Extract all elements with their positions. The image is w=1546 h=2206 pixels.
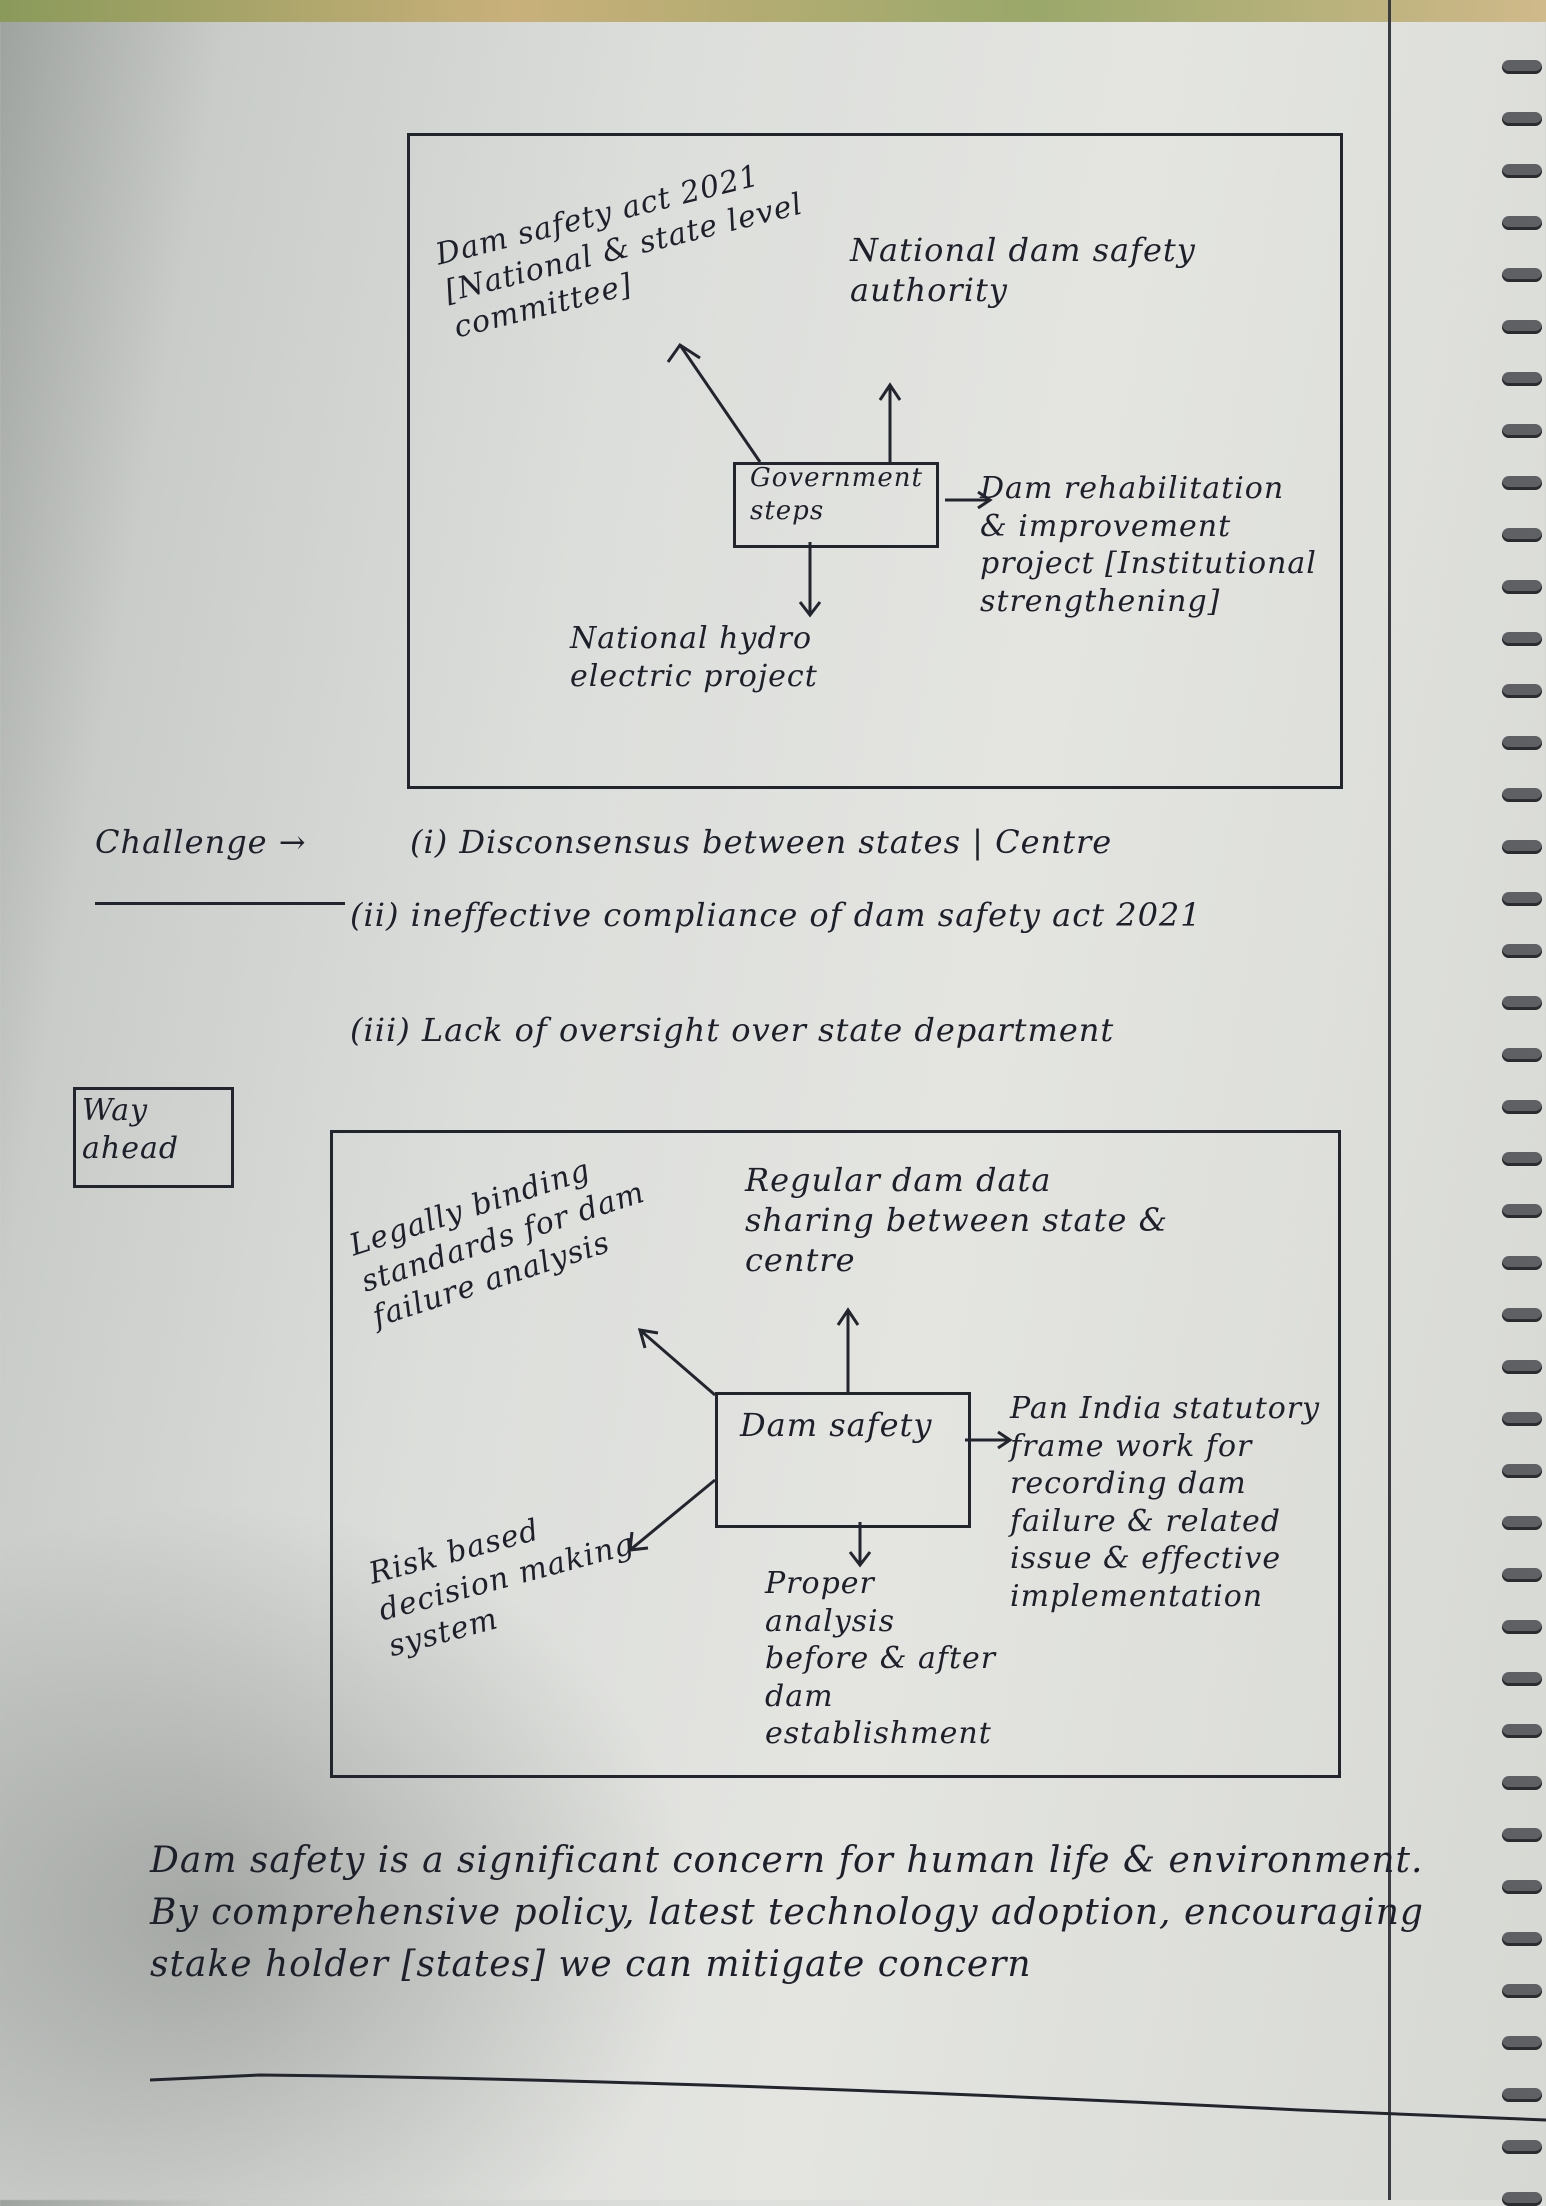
government-steps-label: Government steps <box>750 463 923 526</box>
spiral-ring <box>1502 840 1542 854</box>
government-steps-box <box>733 462 939 548</box>
spiral-ring <box>1502 1724 1542 1738</box>
spiral-ring <box>1502 1516 1542 1530</box>
spiral-ring <box>1502 528 1542 542</box>
spiral-ring <box>1502 1984 1542 1998</box>
spiral-ring <box>1502 1828 1542 1842</box>
spiral-ring <box>1502 736 1542 750</box>
way-item-data-sharing: Regular dam data sharing between state &… <box>745 1161 1169 1279</box>
spiral-ring <box>1502 684 1542 698</box>
way-ahead-diagram <box>330 1130 1341 1778</box>
spiral-ring <box>1502 788 1542 802</box>
challenge-item-2: (ii) ineffective compliance of dam safet… <box>350 896 1202 934</box>
spiral-ring <box>1502 1672 1542 1686</box>
spiral-ring <box>1502 476 1542 490</box>
spiral-ring <box>1502 1048 1542 1062</box>
way-item-framework: Pan India statutory frame work for recor… <box>1010 1391 1321 1614</box>
spiral-ring <box>1502 372 1542 386</box>
spiral-ring <box>1502 1568 1542 1582</box>
shadow <box>0 1500 700 2200</box>
way-item-analysis: Proper analysis before & after dam estab… <box>765 1566 997 1751</box>
background-edge <box>0 0 1546 22</box>
spiral-ring <box>1502 2088 1542 2102</box>
spiral-ring <box>1502 2036 1542 2050</box>
spiral-ring <box>1502 1204 1542 1218</box>
spiral-ring <box>1502 1100 1542 1114</box>
way-ahead-box <box>73 1087 234 1188</box>
spiral-ring <box>1502 632 1542 646</box>
margin-line <box>1388 0 1391 2200</box>
spiral-ring <box>1502 892 1542 906</box>
spiral-ring <box>1502 1932 1542 1946</box>
spiral-ring <box>1502 580 1542 594</box>
spiral-ring <box>1502 1880 1542 1894</box>
dam-safety-box <box>715 1392 971 1528</box>
way-ahead-label: Way ahead <box>82 1093 180 1166</box>
spiral-ring <box>1502 1360 1542 1374</box>
spiral-ring <box>1502 1464 1542 1478</box>
challenge-item-1: (i) Disconsensus between states | Centre <box>410 823 1113 861</box>
spiral-ring <box>1502 1256 1542 1270</box>
government-steps-diagram <box>407 133 1343 789</box>
spiral-ring <box>1502 112 1542 126</box>
spiral-ring <box>1502 1152 1542 1166</box>
spiral-ring <box>1502 60 1542 74</box>
spiral-ring <box>1502 996 1542 1010</box>
gov-item-rehab: Dam rehabilitation & improvement project… <box>980 471 1317 619</box>
spiral-ring <box>1502 268 1542 282</box>
gov-item-hydro: National hydro electric project <box>570 621 818 694</box>
spiral-ring <box>1502 944 1542 958</box>
spiral-ring <box>1502 1308 1542 1322</box>
spiral-ring <box>1502 2140 1542 2154</box>
conclusion-text: Dam safety is a significant concern for … <box>150 1840 1424 1986</box>
gov-item-authority: National dam safety authority <box>850 231 1196 309</box>
spiral-ring <box>1502 1412 1542 1426</box>
challenge-item-3: (iii) Lack of oversight over state depar… <box>350 1011 1115 1049</box>
spiral-ring <box>1502 424 1542 438</box>
spiral-ring <box>1502 1776 1542 1790</box>
challenge-underline <box>95 902 345 905</box>
dam-safety-label: Dam safety <box>740 1406 933 1444</box>
challenge-label: Challenge → <box>95 823 307 861</box>
spiral-ring <box>1502 216 1542 230</box>
spiral-ring <box>1502 1620 1542 1634</box>
spiral-ring <box>1502 320 1542 334</box>
spiral-ring <box>1502 164 1542 178</box>
